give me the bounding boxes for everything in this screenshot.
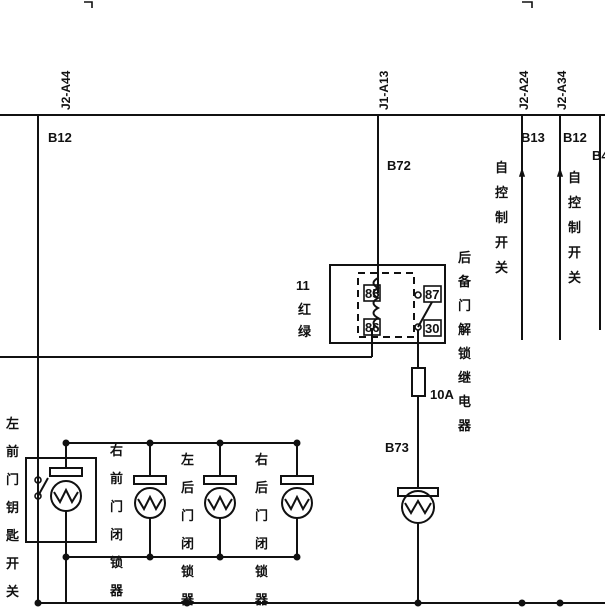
fuse-rating: 10A [430,387,454,402]
key-switch-contact-bottom [34,492,42,500]
left-front-switch-box [25,457,97,543]
right-rear-lock-label: 右 后 门 闭 锁 器 [254,452,269,608]
svg-text:开: 开 [495,236,508,251]
svg-text:继: 继 [458,370,471,386]
connector-j2-a44: J2-A44 [59,70,73,110]
svg-text:门: 门 [181,508,194,524]
svg-text:右: 右 [254,452,268,468]
left-rear-motor [203,443,237,557]
svg-text:锁: 锁 [458,346,471,362]
svg-text:左: 左 [181,452,194,468]
svg-text:自: 自 [568,170,581,186]
pin-b73: B73 [385,440,409,455]
relay-switch-arm [417,301,433,328]
relay-pin-87: 87 [425,287,439,302]
svg-text:自: 自 [495,160,508,176]
svg-text:开: 开 [6,557,19,572]
pin86-box [363,318,381,336]
svg-text:关: 关 [568,270,581,286]
svg-text:后: 后 [458,250,471,266]
svg-text:电: 电 [458,394,471,410]
svg-text:前: 前 [110,471,123,487]
relay-name: 后 备 门 解 锁 继 电 器 [457,250,472,434]
svg-text:器: 器 [254,593,269,608]
auto-switch-right-arrow [556,167,564,177]
relay-inner-dashed [357,272,415,338]
pin-b12: B12 [48,130,72,145]
svg-text:匙: 匙 [5,528,20,544]
svg-text:制: 制 [568,220,581,236]
svg-text:锁: 锁 [181,564,194,580]
left-front-motor [49,443,83,557]
svg-text:闭: 闭 [110,527,123,543]
left-rear-lock-label: 左 后 门 闭 锁 器 [180,452,195,608]
svg-text:器: 器 [109,584,124,599]
svg-text:门: 门 [110,499,123,515]
svg-text:锁: 锁 [255,564,268,580]
right-rear-motor [280,443,314,557]
svg-text:关: 关 [6,584,19,600]
svg-text:备: 备 [457,274,472,290]
key-switch-arm [37,477,49,497]
junction-dots [34,439,564,607]
svg-text:钥: 钥 [6,500,19,516]
relay-pin-85: 85 [365,286,379,301]
rear-door-motor [397,487,439,603]
svg-text:控: 控 [495,185,508,201]
svg-text:控: 控 [568,195,581,211]
auto-switch-right-label: 自 控 制 开 关 [568,170,581,286]
pin-b12-right: B12 [563,130,587,145]
svg-text:器: 器 [180,593,195,608]
svg-text:闭: 闭 [181,536,194,552]
cropped-mark-left [84,1,93,8]
svg-text:门: 门 [6,472,19,488]
relay-wire-label-1: 11 [296,278,310,293]
contact-87 [414,291,422,299]
svg-text:开: 开 [568,246,581,261]
connector-j1-a13: J1-A13 [377,70,391,110]
pin30-box [423,319,442,337]
svg-text:制: 制 [495,210,508,226]
svg-text:右: 右 [109,443,123,459]
svg-text:器: 器 [457,419,472,434]
relay-wire-label-2: 红 [298,302,311,318]
relay-outer-box [329,264,446,344]
pin87-box [423,285,442,303]
svg-text:前: 前 [6,444,19,460]
right-front-lock-label: 右 前 门 闭 锁 器 [109,443,124,599]
pin-b13: B13 [521,130,545,145]
svg-text:关: 关 [495,260,508,276]
left-front-key-switch-label: 左 前 门 钥 匙 开 关 [5,416,20,600]
auto-switch-left-label: 自 控 制 开 关 [495,160,508,276]
connector-j2-a24: J2-A24 [517,70,531,110]
svg-text:闭: 闭 [255,536,268,552]
svg-text:后: 后 [181,480,194,496]
pin-b4-partial: B4 [592,148,605,163]
pin85-box [363,284,381,302]
relay-pin-86: 86 [365,320,379,335]
relay-pin-30: 30 [425,321,439,336]
svg-text:左: 左 [6,416,19,432]
svg-text:解: 解 [457,322,471,338]
svg-text:门: 门 [458,298,471,314]
right-front-motor [133,443,167,557]
pin-b72: B72 [387,158,411,173]
connector-j2-a34: J2-A34 [555,70,569,110]
cropped-mark-right [522,1,533,8]
fuse-10a [411,367,426,397]
key-switch-contact-top [34,476,42,484]
svg-text:后: 后 [255,480,268,496]
auto-switch-left-arrow [518,167,526,177]
svg-text:锁: 锁 [110,555,123,571]
svg-text:门: 门 [255,508,268,524]
relay-wire-label-3: 绿 [298,324,312,340]
